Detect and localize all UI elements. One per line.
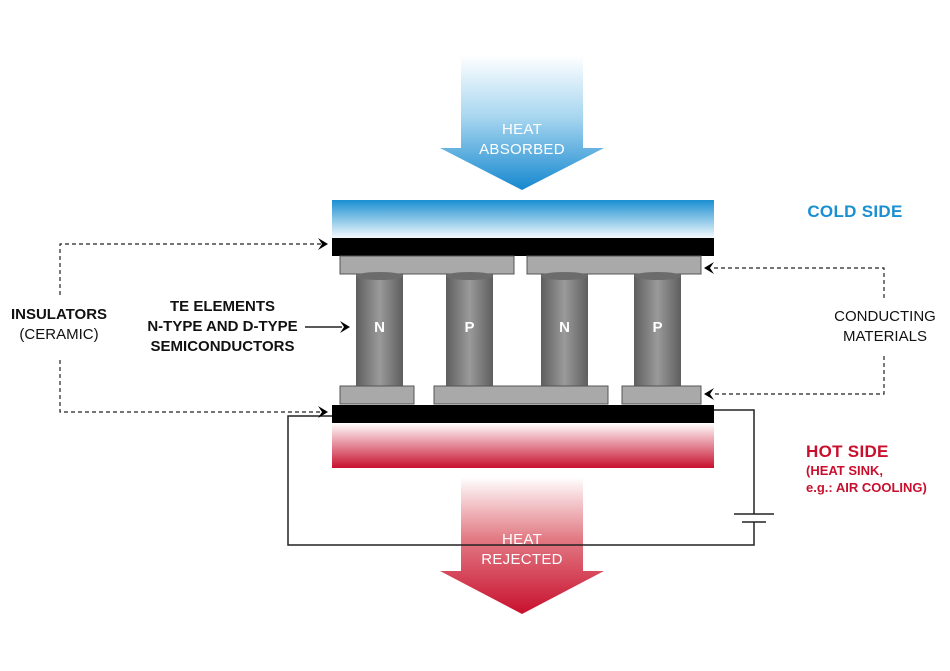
te-elements-line3: SEMICONDUCTORS	[150, 338, 295, 355]
insulators-label: INSULATORS (CERAMIC)	[0, 305, 118, 345]
insulators-line1: INSULATORS	[10, 306, 108, 323]
cold-side-label: COLD SIDE	[807, 202, 903, 221]
top-conductor-right	[526, 255, 702, 275]
conductor-arrowhead-top	[704, 262, 714, 274]
battery-icon	[734, 513, 774, 523]
te-leg-4	[634, 272, 681, 386]
heat-rejected-line2: REJECTED	[481, 551, 563, 568]
heat-rejected-line1: HEAT	[501, 531, 543, 548]
heat-absorbed-line2: ABSORBED	[479, 141, 565, 158]
hot-side-band	[332, 423, 714, 468]
leg-1-label: N	[374, 319, 385, 336]
conducting-line1: CONDUCTING	[834, 308, 936, 325]
leg-3-label: N	[559, 319, 570, 336]
leg-2-label: P	[464, 319, 475, 336]
hot-side-label-group: HOT SIDE (HEAT SINK, e.g.: AIR COOLING)	[806, 442, 946, 496]
hot-side-detail-2: e.g.: AIR COOLING)	[806, 480, 927, 495]
bottom-conductor-left	[339, 385, 415, 405]
heat-absorbed-arrow	[440, 55, 604, 190]
leg-4-label: P	[652, 319, 663, 336]
conductor-pointer-bottom	[712, 356, 885, 395]
te-elements-label: TE ELEMENTS N-TYPE AND D-TYPE SEMICONDUC…	[140, 297, 305, 357]
insulator-pointer-bottom	[59, 360, 322, 413]
heat-absorbed-line1: HEAT	[501, 121, 543, 138]
heat-rejected-label: HEAT REJECTED	[462, 530, 582, 570]
top-conductor-left	[339, 255, 515, 275]
insulator-arrowhead-top	[318, 238, 328, 250]
insulator-arrowhead-bottom	[318, 406, 328, 418]
bottom-insulator-plate	[332, 405, 714, 423]
te-elements-arrowhead	[340, 321, 350, 333]
heat-absorbed-label: HEAT ABSORBED	[462, 120, 582, 160]
conductor-pointer-top	[712, 267, 885, 298]
te-leg-2	[446, 272, 493, 386]
te-leg-1	[356, 272, 403, 386]
te-elements-line1: TE ELEMENTS	[169, 298, 275, 315]
hot-side-detail-1: (HEAT SINK,	[806, 463, 884, 478]
conducting-line2: MATERIALS	[843, 328, 927, 345]
top-insulator-plate	[332, 238, 714, 256]
bottom-conductor-right	[621, 385, 702, 405]
te-elements-line2: N-TYPE AND D-TYPE	[147, 318, 298, 335]
insulators-line2: (CERAMIC)	[19, 326, 99, 343]
hot-side-label: HOT SIDE	[806, 442, 889, 461]
cold-side-band	[332, 200, 714, 240]
conducting-materials-label: CONDUCTING MATERIALS	[824, 307, 946, 347]
conductor-arrowhead-bottom	[704, 388, 714, 400]
insulator-pointer-top	[59, 243, 322, 295]
bottom-conductor-middle	[433, 385, 609, 405]
circuit-wire	[287, 409, 755, 546]
te-leg-3	[541, 272, 588, 386]
